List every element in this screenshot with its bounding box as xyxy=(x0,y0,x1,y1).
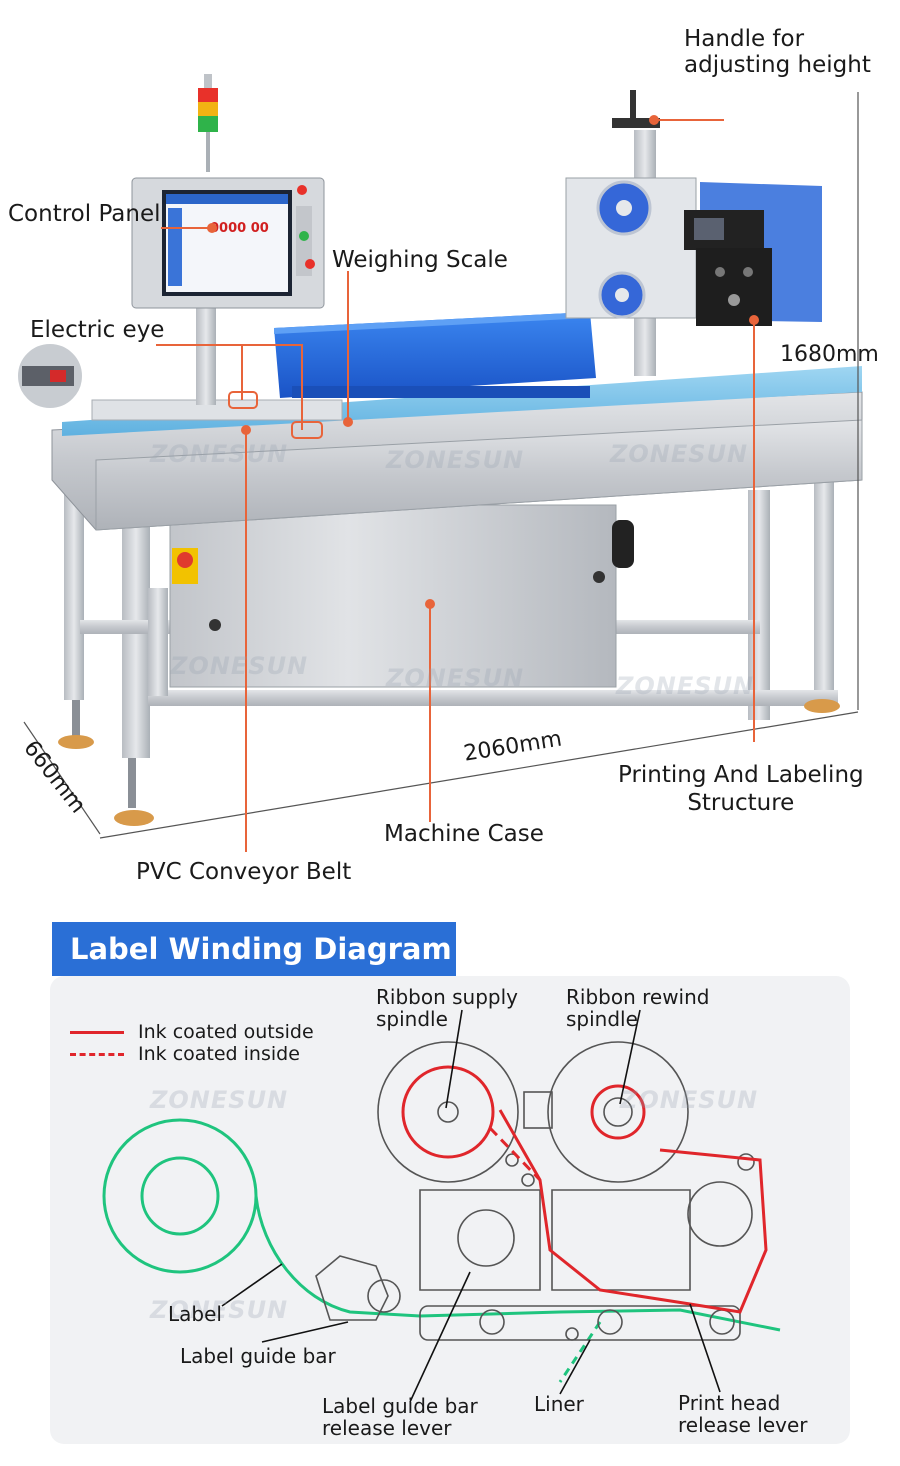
control-panel: 0000 00 xyxy=(131,177,325,405)
legend-solid-line-icon xyxy=(70,1030,124,1034)
label-handle: Handle for adjusting height xyxy=(684,26,871,79)
label-weighing-scale: Weighing Scale xyxy=(332,247,508,273)
watermark: ZONESUN xyxy=(170,652,309,680)
label-electric-eye: Electric eye xyxy=(30,317,165,343)
label-label-guide-bar: Label guide bar xyxy=(180,1344,336,1368)
machine-illustration: 0000 00 xyxy=(14,74,863,852)
watermark: ZONESUN xyxy=(150,1086,289,1114)
dimension-height: 1680mm xyxy=(780,342,879,367)
watermark: ZONESUN xyxy=(620,1086,759,1114)
legend-label: Ink coated outside xyxy=(138,1021,314,1043)
weighing-scale xyxy=(274,312,596,398)
legend-ink-outside: Ink coated outside xyxy=(70,1021,314,1043)
callout-lines xyxy=(156,119,755,852)
legend-ink-inside: Ink coated inside xyxy=(70,1043,300,1065)
legend-dashed-line-icon xyxy=(70,1052,124,1056)
label-machine-case: Machine Case xyxy=(384,821,544,847)
printing-labeling-unit xyxy=(565,90,822,376)
watermark: ZONESUN xyxy=(150,1296,289,1324)
screen-readout: 0000 00 xyxy=(210,221,269,236)
watermark: ZONESUN xyxy=(616,672,755,700)
dimension-lines xyxy=(23,92,859,839)
label-ribbon-supply-spindle: Ribbon supply spindle xyxy=(376,985,518,1031)
label-pvc-conveyor-belt: PVC Conveyor Belt xyxy=(136,859,352,885)
label-printing-labeling: Printing And Labeling Structure xyxy=(618,762,864,816)
legend-label: Ink coated inside xyxy=(138,1043,300,1065)
watermark: ZONESUN xyxy=(386,664,525,692)
label-print-head-release-lever: Print head release lever xyxy=(678,1391,808,1437)
watermark: ZONESUN xyxy=(386,446,525,474)
label-guide-bar-release-lever: Label guide bar release lever xyxy=(322,1394,478,1440)
label-label: Label xyxy=(168,1302,222,1326)
watermark: ZONESUN xyxy=(610,440,749,468)
electric-eye-inset xyxy=(14,340,86,412)
conveyor-bed xyxy=(51,366,863,531)
label-liner: Liner xyxy=(534,1392,584,1416)
stack-light xyxy=(198,74,218,172)
diagram-title: Label Winding Diagram xyxy=(52,922,456,976)
watermark: ZONESUN xyxy=(150,440,289,468)
label-control-panel: Control Panel xyxy=(8,201,161,227)
callout-dots xyxy=(207,115,759,609)
label-ribbon-rewind-spindle: Ribbon rewind spindle xyxy=(566,985,710,1031)
